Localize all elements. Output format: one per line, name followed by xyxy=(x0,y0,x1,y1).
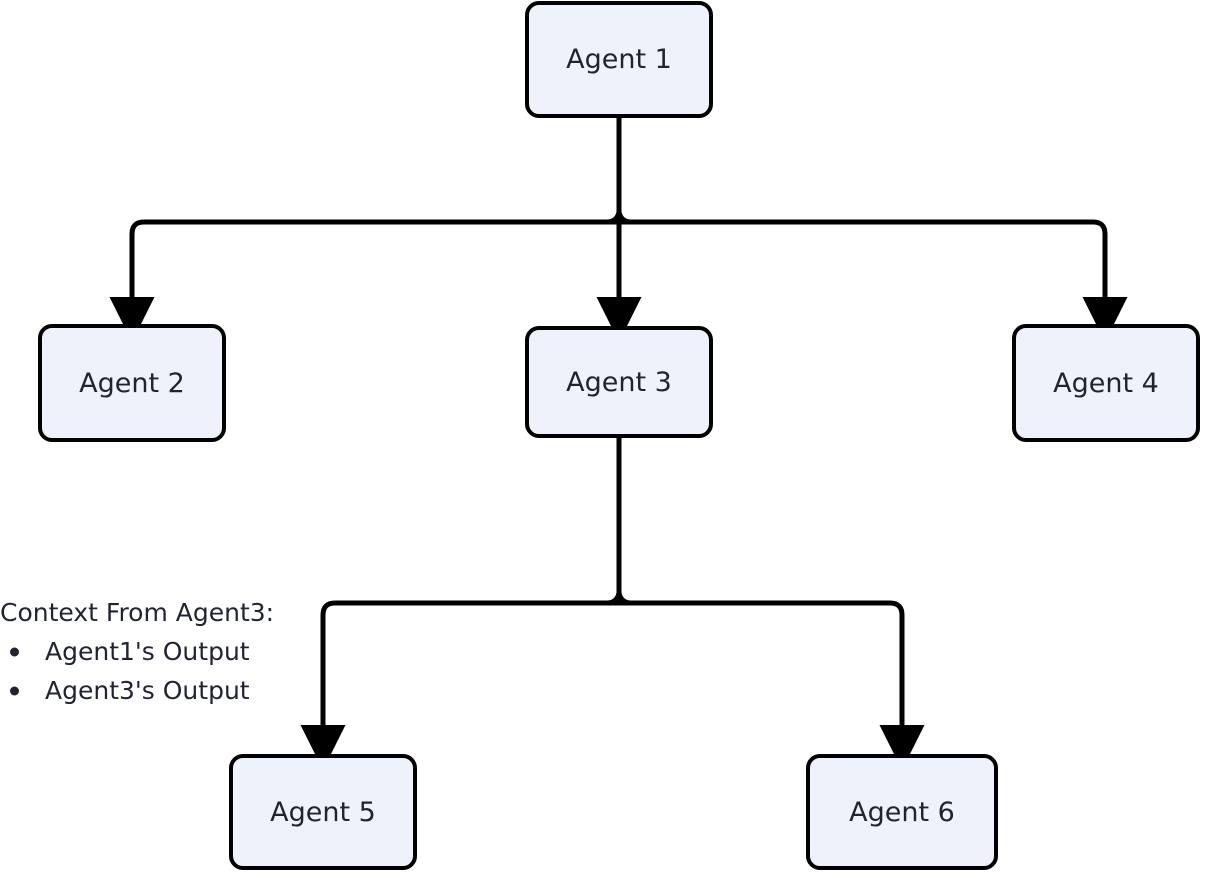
node-agent2-label: Agent 2 xyxy=(79,367,185,399)
list-item: Agent3's Output xyxy=(0,672,330,711)
list-item: Agent1's Output xyxy=(0,633,330,672)
context-annotation-title: Context From Agent3: xyxy=(0,598,275,627)
edge-agent1-to-agent4 xyxy=(616,209,1128,342)
node-agent3[interactable]: Agent 3 xyxy=(525,326,713,438)
node-agent4[interactable]: Agent 4 xyxy=(1012,324,1200,442)
node-agent6-label: Agent 6 xyxy=(849,796,955,828)
list-item-label: Agent1's Output xyxy=(45,637,250,666)
edge-agent3-to-agent6 xyxy=(616,590,925,770)
bullet-icon xyxy=(10,686,19,696)
bullet-icon xyxy=(10,647,19,657)
node-agent1-label: Agent 1 xyxy=(566,44,672,75)
node-agent6[interactable]: Agent 6 xyxy=(806,754,998,870)
edge-agent1-to-agent2 xyxy=(109,209,622,342)
context-annotation: Context From Agent3: Agent1's Output Age… xyxy=(0,598,330,711)
list-item-label: Agent3's Output xyxy=(45,675,250,705)
node-agent5-label: Agent 5 xyxy=(270,796,376,828)
node-agent5[interactable]: Agent 5 xyxy=(229,754,417,870)
edge-agent3-to-agent5 xyxy=(300,590,622,770)
node-agent1[interactable]: Agent 1 xyxy=(525,1,713,118)
node-agent4-label: Agent 4 xyxy=(1053,367,1159,399)
node-agent2[interactable]: Agent 2 xyxy=(38,324,226,442)
node-agent3-label: Agent 3 xyxy=(566,366,672,398)
context-annotation-list: Agent1's Output Agent3's Output xyxy=(0,633,330,711)
